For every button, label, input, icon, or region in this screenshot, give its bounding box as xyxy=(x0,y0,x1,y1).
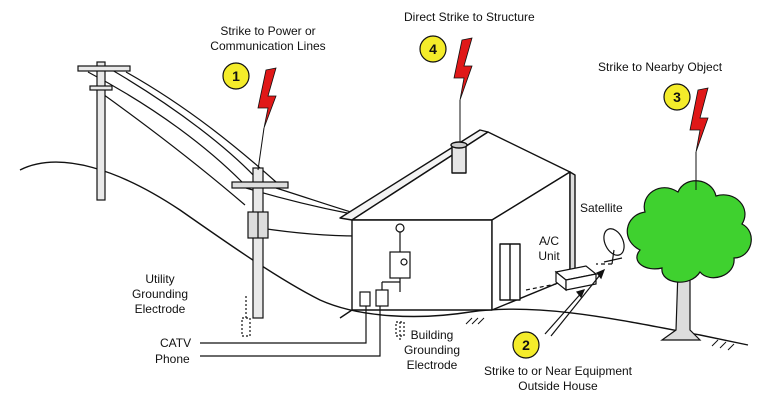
badge-4 xyxy=(419,35,447,63)
catv-phone-lines xyxy=(200,306,381,357)
badge-4-number: 4 xyxy=(429,41,437,57)
tree xyxy=(626,180,752,341)
strike-4-label: Direct Strike to Structure xyxy=(404,10,535,24)
badges: 1 4 3 2 xyxy=(222,35,691,359)
house xyxy=(339,129,576,319)
ac-unit-label: A/C Unit xyxy=(538,234,560,263)
badge-1 xyxy=(222,62,250,90)
strike-2-arrows xyxy=(544,268,606,337)
utility-grounding-label: Utility Grounding Electrode xyxy=(131,272,189,316)
satellite-dish xyxy=(596,228,625,265)
lightning-bolt-3 xyxy=(689,87,709,153)
lightning-bolt-4 xyxy=(453,37,473,101)
badge-3-number: 3 xyxy=(673,89,681,105)
badge-2 xyxy=(512,331,540,359)
catv-label: CATV xyxy=(160,336,192,350)
badge-1-number: 1 xyxy=(232,68,240,84)
phone-label: Phone xyxy=(155,352,190,366)
service-equipment xyxy=(359,223,411,340)
strike-2-label: Strike to or Near Equipment Outside Hous… xyxy=(483,364,633,393)
lightning-bolts xyxy=(257,37,709,153)
strike-1-label: Strike to Power or Communication Lines xyxy=(210,24,326,53)
strike-paths xyxy=(257,100,697,190)
ground-hatch xyxy=(465,317,735,351)
lightning-bolt-1 xyxy=(257,67,277,129)
strike-3-label: Strike to Nearby Object xyxy=(598,60,723,74)
satellite-label: Satellite xyxy=(580,201,623,215)
utility-pole-back xyxy=(77,61,131,201)
badge-3 xyxy=(663,83,691,111)
utility-pole-front xyxy=(231,167,289,337)
badge-2-number: 2 xyxy=(522,337,530,353)
ac-unit xyxy=(525,265,598,292)
building-grounding-label: Building Grounding Electrode xyxy=(403,328,461,372)
